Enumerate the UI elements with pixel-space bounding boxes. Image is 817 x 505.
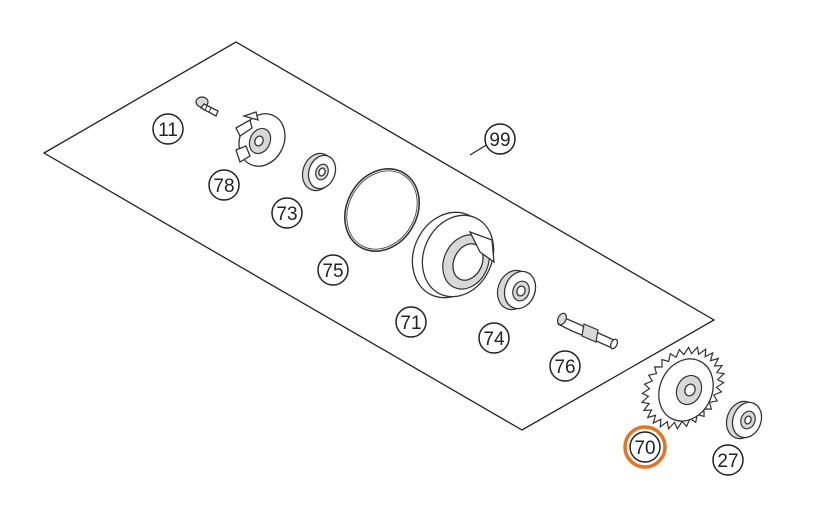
callout-label-11: 11 — [158, 120, 178, 141]
part-73-bearing — [301, 152, 337, 192]
callout-78[interactable]: 78 — [208, 169, 240, 201]
callout-label-71: 71 — [400, 313, 421, 334]
callout-71[interactable]: 71 — [395, 306, 427, 338]
callout-label-76: 76 — [554, 357, 575, 378]
part-71-housing — [411, 211, 495, 299]
callout-label-70: 70 — [634, 438, 655, 459]
callout-70[interactable]: 70 — [623, 425, 667, 469]
callout-label-75: 75 — [322, 261, 343, 282]
callout-99[interactable]: 99 — [484, 123, 516, 155]
part-11-screw — [195, 96, 219, 117]
callout-74[interactable]: 74 — [478, 322, 510, 354]
callout-label-73: 73 — [276, 204, 297, 225]
leader-line-99 — [469, 143, 489, 156]
part-74-bearing — [496, 269, 537, 311]
part-78-impeller — [235, 111, 286, 167]
callout-label-27: 27 — [717, 451, 738, 472]
part-70-gear — [640, 345, 726, 431]
callout-76[interactable]: 76 — [549, 350, 581, 382]
highlight-ring — [623, 425, 667, 469]
callout-27[interactable]: 27 — [712, 444, 744, 476]
kit-outline — [42, 41, 716, 431]
part-75-o-ring — [344, 168, 420, 252]
callout-11[interactable]: 11 — [152, 113, 184, 145]
part-27-bearing — [725, 400, 763, 440]
callout-75[interactable]: 75 — [317, 254, 349, 286]
callout-label-74: 74 — [483, 329, 505, 350]
callout-73[interactable]: 73 — [271, 197, 303, 229]
callout-label-99: 99 — [489, 130, 510, 151]
callout-label-78: 78 — [213, 176, 234, 197]
part-76-shaft — [556, 312, 619, 350]
